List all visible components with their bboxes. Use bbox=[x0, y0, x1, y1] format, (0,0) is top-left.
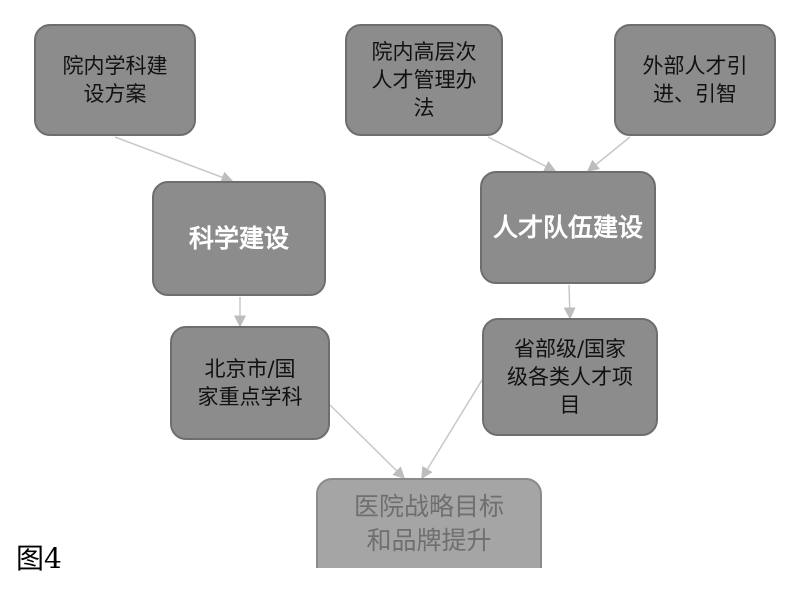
crop-edge bbox=[300, 568, 560, 602]
arrow-plan-to-science bbox=[114, 136, 234, 183]
node-external-talent: 外部人才引 进、引智 bbox=[614, 24, 776, 136]
arrow-talent-projects-to-goal bbox=[421, 379, 483, 480]
node-talent-management-policy: 院内高层次 人才管理办 法 bbox=[345, 24, 503, 136]
arrow-team-to-talent-projects bbox=[563, 284, 576, 320]
node-science-construction: 科学建设 bbox=[152, 181, 326, 296]
node-key-discipline: 北京市/国 家重点学科 bbox=[170, 326, 330, 440]
arrow-external-to-team bbox=[586, 136, 631, 172]
node-talent-team-construction: 人才队伍建设 bbox=[480, 171, 656, 284]
arrow-key-discipline-to-goal bbox=[329, 404, 406, 480]
node-talent-projects: 省部级/国家 级各类人才项 目 bbox=[482, 318, 658, 436]
arrow-talent-policy-to-team bbox=[487, 136, 557, 172]
figure-caption: 图4 bbox=[16, 542, 62, 575]
node-discipline-plan: 院内学科建 设方案 bbox=[34, 24, 196, 136]
